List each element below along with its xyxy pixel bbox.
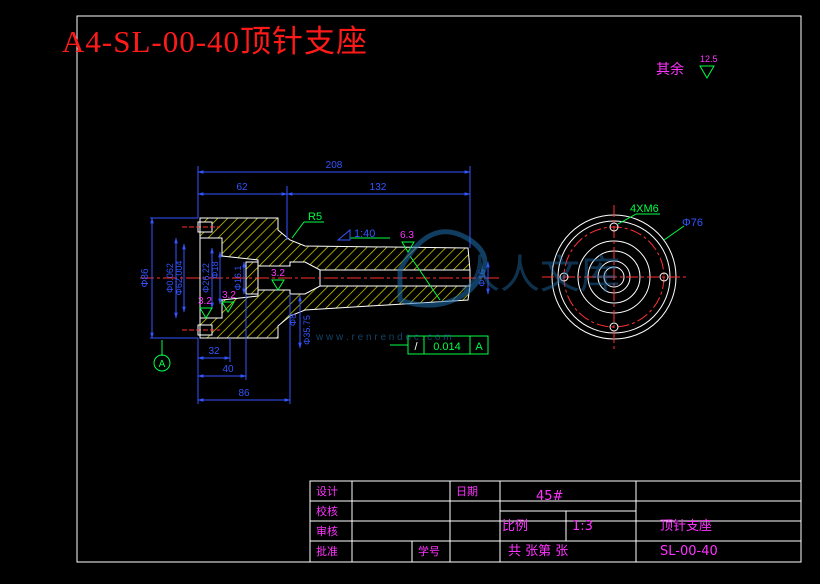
tb-scale-label: 比例: [502, 519, 528, 534]
dim-dia-bottom: Φ35.75: [302, 315, 312, 345]
dim-dia-left-5: Φ16.1: [233, 266, 243, 291]
side-view: [542, 205, 686, 349]
dim-left-length: 62: [236, 182, 248, 193]
bolt-hole-bottom: [609, 322, 619, 332]
watermark-url: w w w . r e n r e n d o c . c o m: [315, 332, 452, 343]
roughness-mark-2: 3.2: [198, 296, 212, 307]
roughness-icon-1: [271, 279, 285, 291]
tolerance-value: 0.014: [433, 341, 461, 353]
dim-40: 40: [222, 364, 234, 375]
datum-circle: [153, 354, 171, 372]
tolerance-frame: / 0.014 A: [390, 335, 489, 355]
watermark: [397, 229, 488, 308]
tb-design-label: 设计: [316, 485, 338, 498]
dim-right-length: 132: [370, 182, 387, 193]
datum-label: A: [159, 359, 166, 370]
part-section-lower: [199, 285, 471, 339]
roughness-mark-3: 3.2: [222, 290, 236, 301]
roughness-icon-4: [401, 241, 415, 253]
dimensions: [150, 166, 490, 404]
dim-overall-length: 208: [326, 160, 343, 171]
dim-dia-left-4: Φ18: [210, 261, 220, 278]
taper-label: 1:40: [354, 228, 375, 240]
dim-dia-small: Φ8: [288, 314, 298, 326]
dim-86: 86: [238, 388, 250, 399]
roughness-icon-3: [221, 301, 235, 313]
tb-review-label: 审核: [316, 524, 338, 538]
tb-check-label: 校核: [316, 504, 338, 518]
drawing-title: A4-SL-00-40顶针支座: [62, 24, 369, 59]
tb-drawing-number: SL-00-40: [660, 544, 718, 559]
roughness-mark-1: 3.2: [271, 268, 285, 279]
tb-part-name: 顶针支座: [660, 519, 712, 534]
dim-outer-diameter: Φ86: [140, 268, 151, 288]
tolerance-datum: A: [475, 341, 483, 353]
dim-dia-left-3: Φ26.22: [201, 263, 211, 293]
title-block: [309, 480, 802, 563]
taper-symbol-icon: [336, 228, 351, 241]
dim-32: 32: [208, 346, 220, 357]
tb-approve-label: 批准: [316, 544, 338, 558]
tb-seal-label: 学号: [418, 544, 440, 558]
roughness-mark-4: 6.3: [400, 230, 414, 241]
front-view: [140, 217, 500, 339]
tb-scale-value: 1:3: [572, 519, 593, 534]
tb-date-label: 日期: [456, 485, 478, 498]
watermark-logo-icon: [397, 229, 488, 308]
bolt-circle-label: Φ76: [682, 217, 703, 229]
tolerance-symbol: /: [414, 341, 418, 353]
bolt-hole-top: [609, 222, 619, 232]
dim-dia-left-1: Φ0.062: [165, 263, 175, 293]
roughness-icon-2: [199, 307, 213, 319]
fillet-label: R5: [308, 211, 322, 223]
roughness-note-icon: [699, 65, 715, 79]
roughness-note-value: 12.5: [700, 54, 718, 64]
tb-material: 45#: [536, 489, 563, 504]
tb-sheet-text: 共 张第 张: [508, 544, 568, 559]
roughness-note-label: 其余: [656, 61, 684, 78]
watermark-logo-text: 人人文库: [460, 252, 620, 298]
bolt-hole-right: [659, 272, 669, 282]
dim-dia-left-2: Φ62.004: [174, 261, 184, 296]
holes-label: 4XM6: [630, 203, 659, 215]
part-section-upper: [199, 217, 471, 271]
bolt-hole-left: [559, 272, 569, 282]
